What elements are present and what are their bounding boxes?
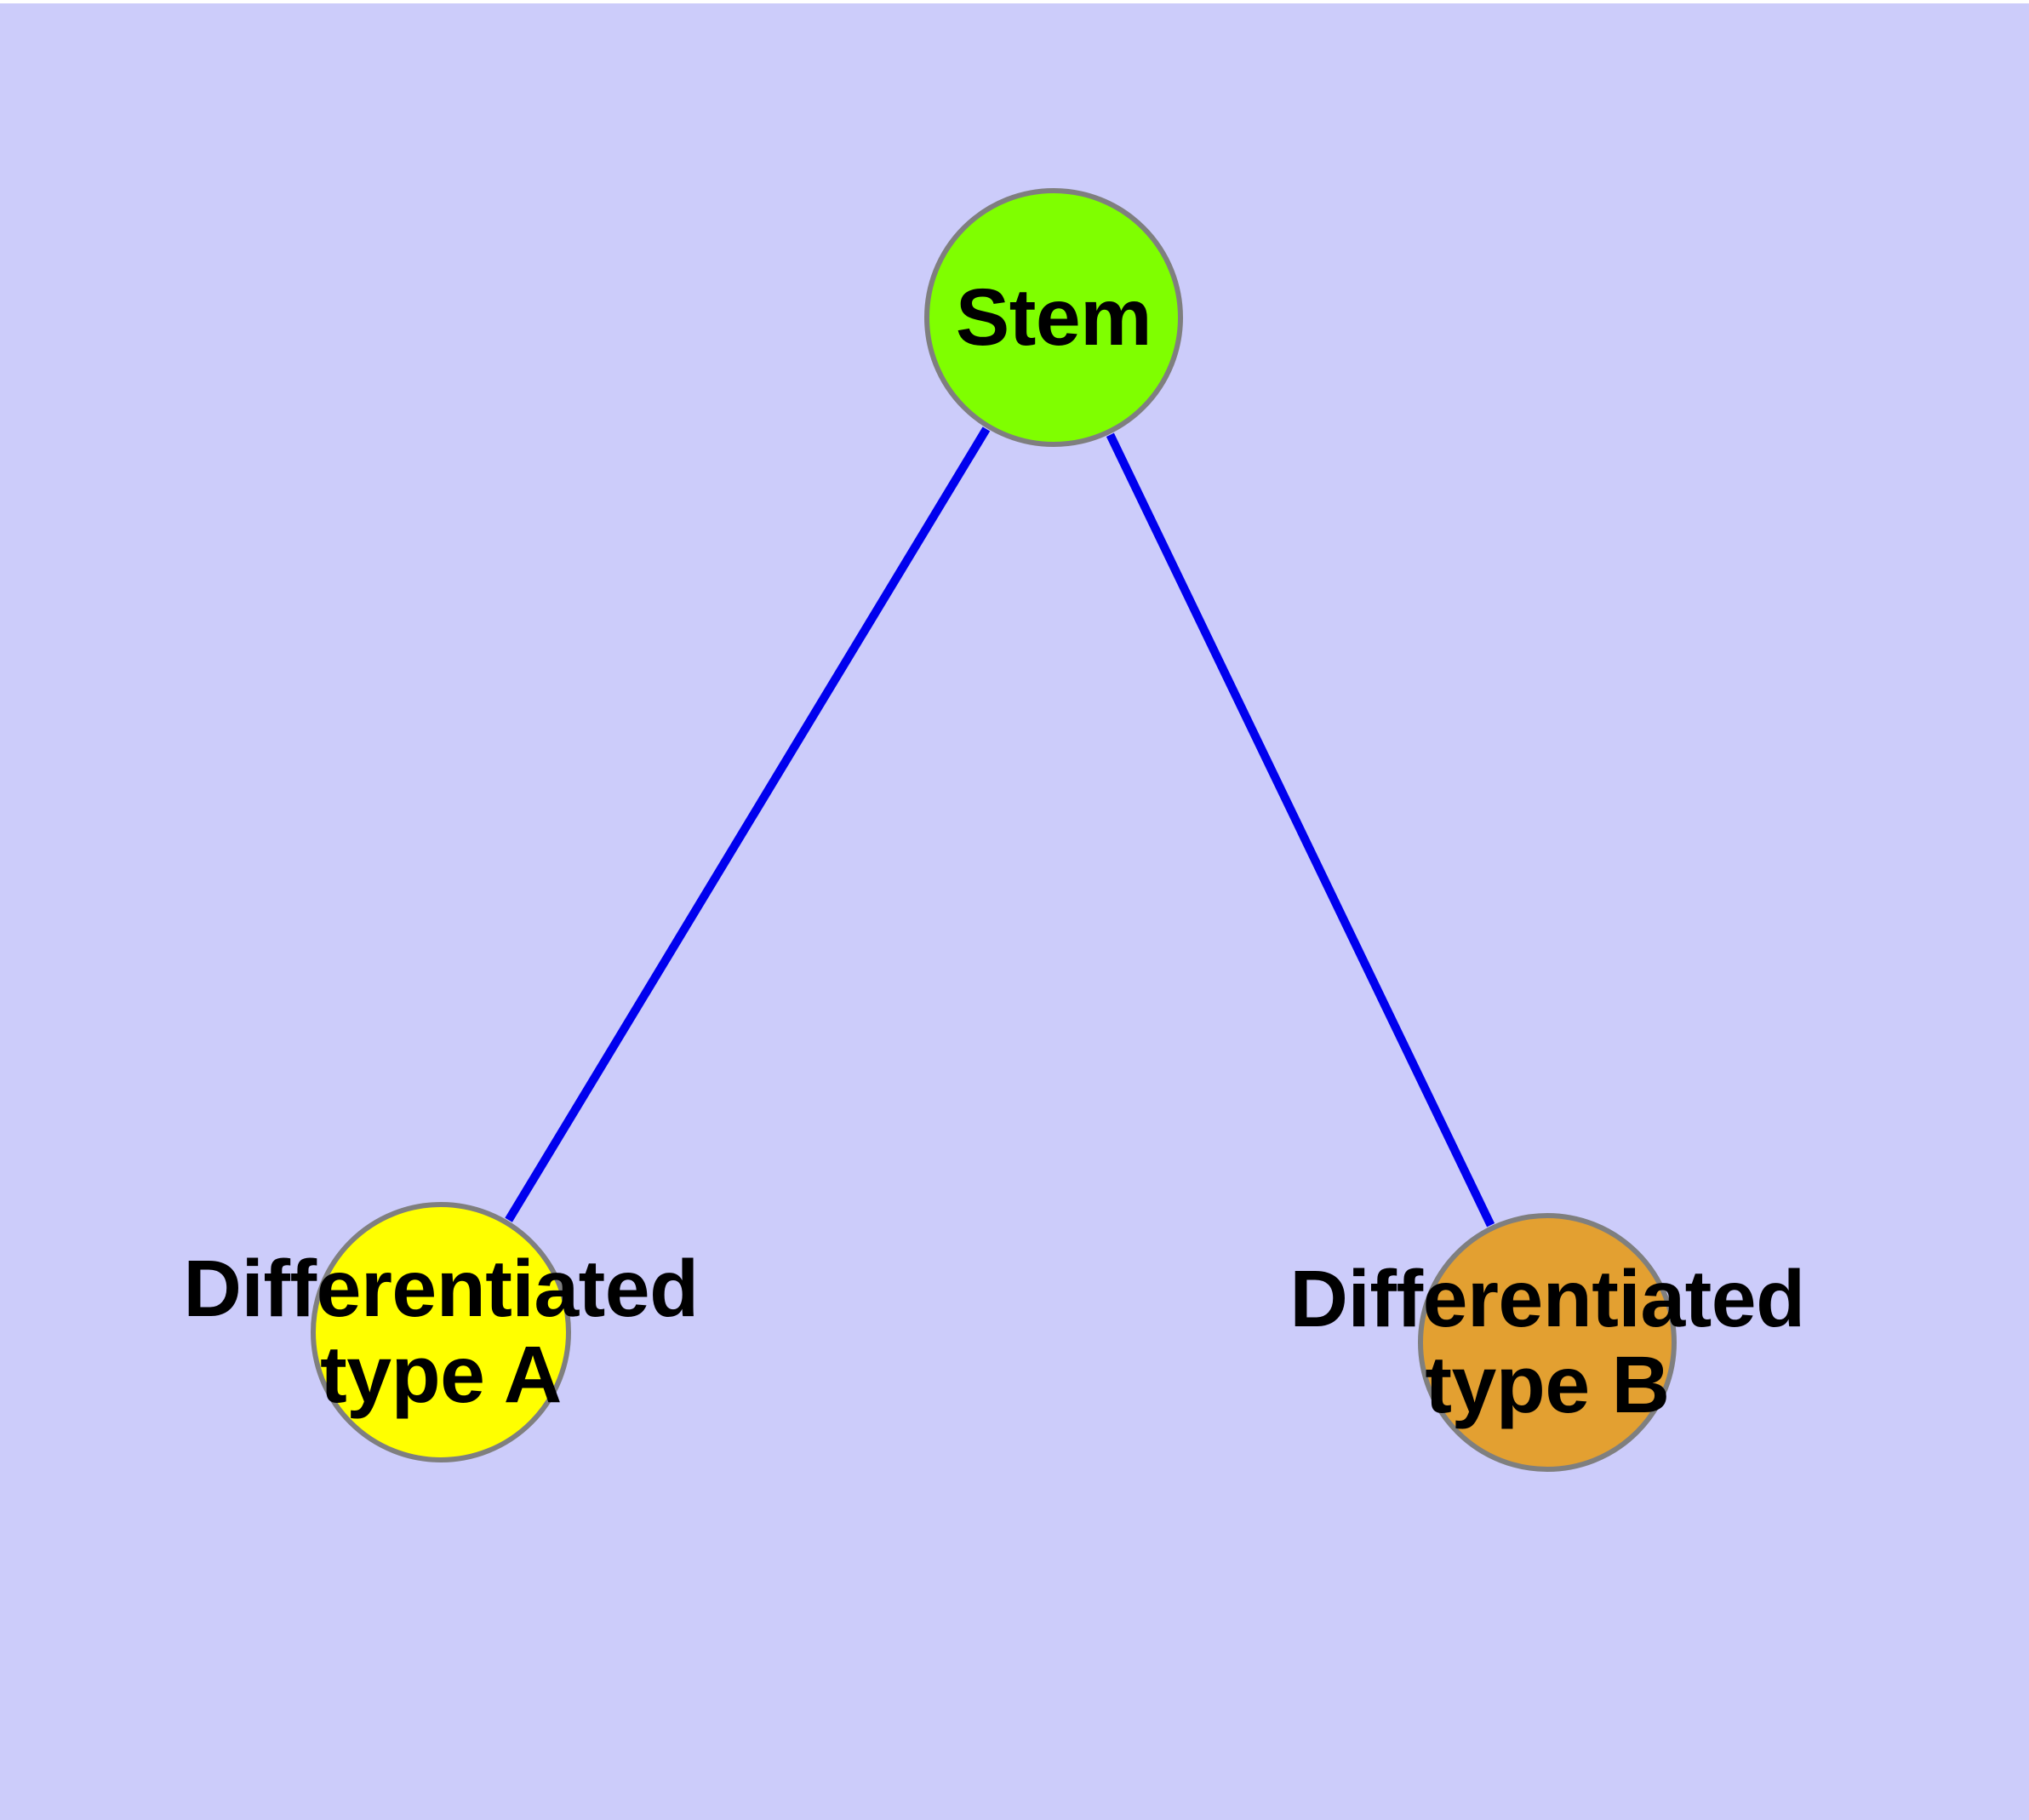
edges-group — [505, 426, 1495, 1228]
node-circle-stem[interactable] — [924, 188, 1183, 447]
graph-edge[interactable] — [1106, 432, 1495, 1228]
graph-edge[interactable] — [505, 426, 991, 1222]
node-circle-diff_a[interactable] — [311, 1202, 571, 1462]
node-circle-diff_b[interactable] — [1418, 1213, 1677, 1472]
